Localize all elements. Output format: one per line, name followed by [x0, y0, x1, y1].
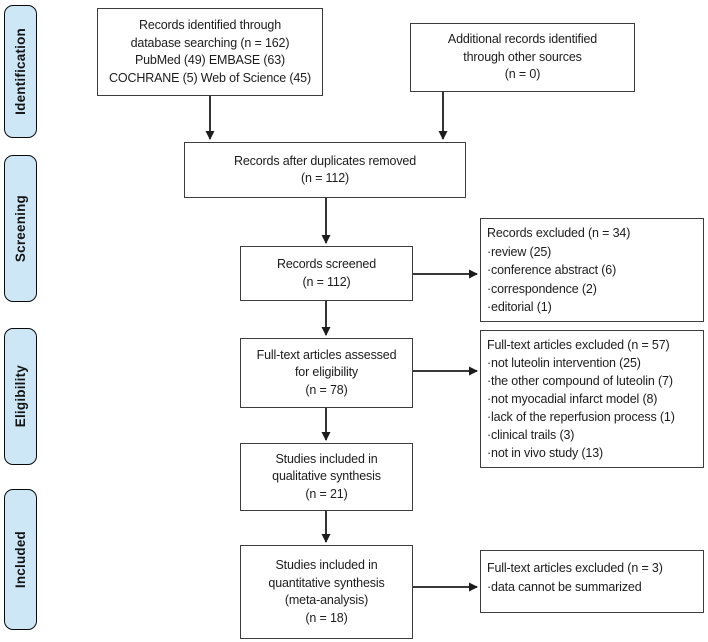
stage-screening: Screening [4, 155, 37, 302]
stage-included-label: Included [13, 530, 28, 589]
box-quantitative-synthesis-text: Studies included in quantitative synthes… [268, 558, 385, 625]
box-records-excluded-text: Records excluded (n = 34) ·review (25) ·… [487, 226, 631, 314]
stage-screening-label: Screening [13, 194, 28, 263]
box-quantitative-synthesis: Studies included in quantitative synthes… [240, 545, 413, 639]
box-fulltext-excluded-meta: Full-text articles excluded (n = 3) ·dat… [480, 550, 704, 613]
box-fulltext-excluded-meta-text: Full-text articles excluded (n = 3) ·dat… [487, 561, 663, 594]
box-fulltext-excluded-text: Full-text articles excluded (n = 57) ·no… [487, 338, 675, 460]
box-fulltext-assessed-text: Full-text articles assessed for eligibil… [256, 347, 397, 397]
box-records-screened: Records screened (n = 112) [240, 246, 413, 301]
box-qualitative-synthesis: Studies included in qualitative synthesi… [240, 443, 413, 511]
box-qualitative-synthesis-text: Studies included in qualitative synthesi… [272, 451, 381, 501]
box-database-search: Records identified through database sear… [97, 8, 323, 96]
box-fulltext-assessed: Full-text articles assessed for eligibil… [240, 338, 413, 408]
stage-identification-label: Identification [13, 28, 28, 115]
box-duplicates-removed: Records after duplicates removed (n = 11… [184, 142, 466, 198]
box-duplicates-removed-text: Records after duplicates removed (n = 11… [233, 153, 417, 186]
box-records-excluded: Records excluded (n = 34) ·review (25) ·… [480, 218, 704, 322]
stage-identification: Identification [4, 5, 37, 138]
stage-eligibility-label: Eligibility [13, 365, 28, 428]
box-records-screened-text: Records screened (n = 112) [276, 257, 377, 289]
box-database-search-text: Records identified through database sear… [109, 18, 311, 85]
box-other-sources: Additional records identified through ot… [410, 23, 635, 92]
stage-eligibility: Eligibility [4, 328, 37, 465]
box-fulltext-excluded: Full-text articles excluded (n = 57) ·no… [480, 330, 704, 468]
box-other-sources-text: Additional records identified through ot… [447, 32, 598, 82]
stage-included: Included [4, 489, 37, 630]
